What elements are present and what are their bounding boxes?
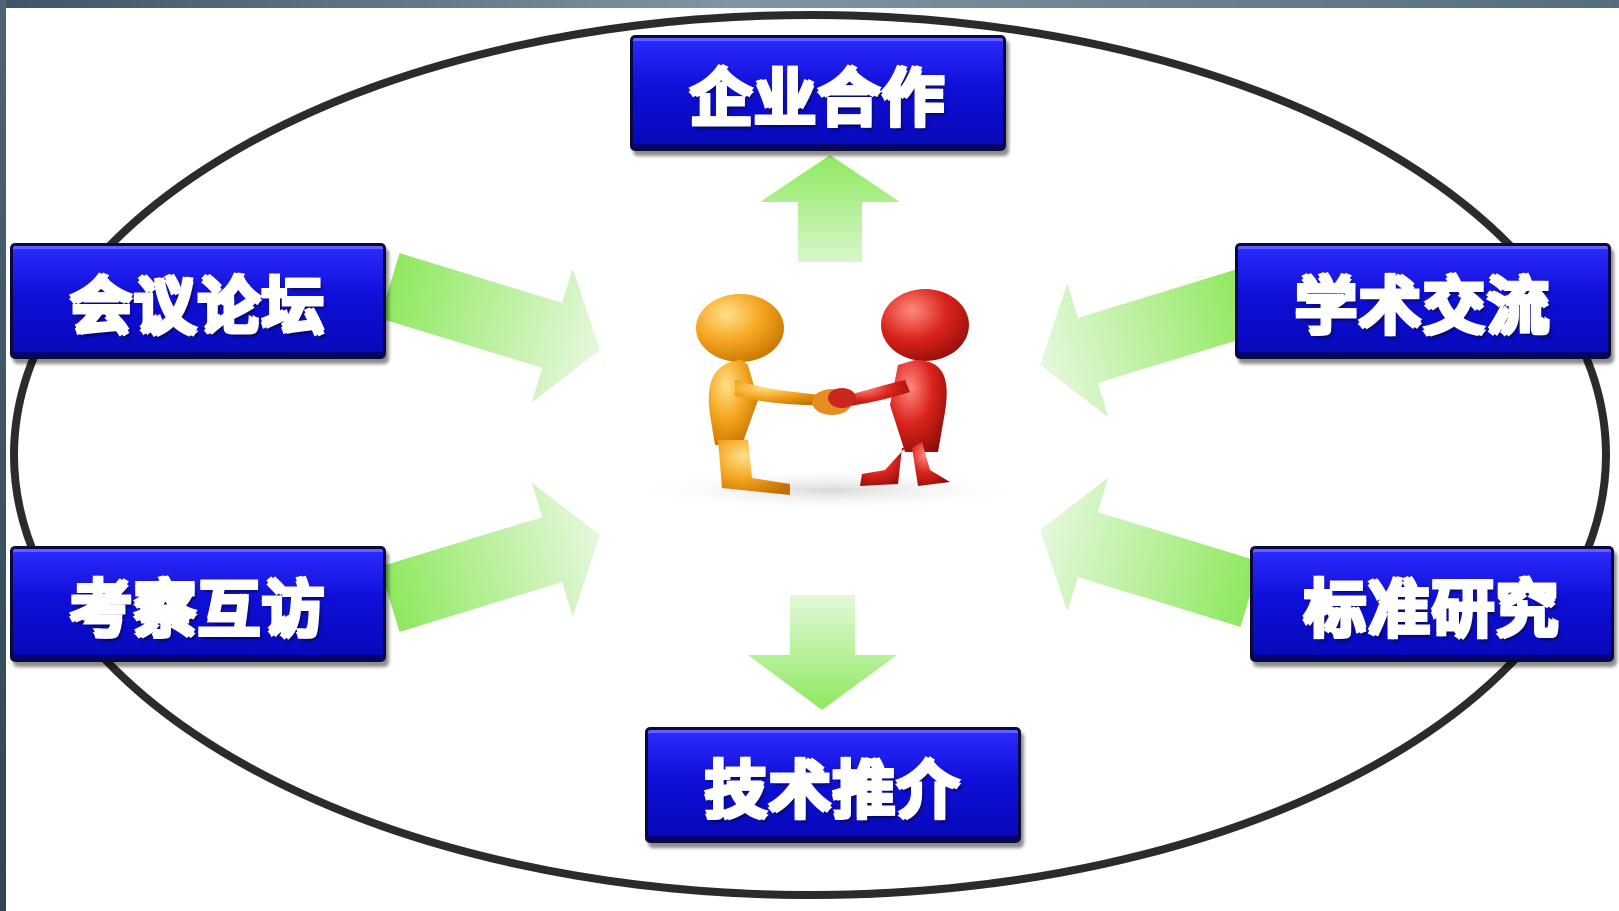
arrow-up — [760, 155, 900, 262]
arrow-upper-right — [1040, 268, 1261, 418]
node-label: 标准研究 — [1303, 573, 1560, 647]
node-label: 会议论坛 — [69, 270, 326, 344]
arrow-lower-right — [1040, 477, 1261, 627]
node-standards-research: 标准研究 — [1250, 546, 1614, 662]
node-academic-exchange: 学术交流 — [1235, 243, 1611, 359]
outer-ellipse — [10, 11, 1610, 899]
arrow-upper-left — [379, 253, 600, 403]
red-figure — [836, 289, 969, 486]
left-decor-band — [0, 0, 6, 911]
node-label: 考察互访 — [69, 573, 326, 647]
node-label: 技术推介 — [704, 754, 961, 828]
arrow-down — [748, 595, 897, 710]
node-label: 学术交流 — [1294, 270, 1551, 344]
node-enterprise-cooperation: 企业合作 — [630, 35, 1006, 151]
top-decor-band — [0, 0, 1619, 8]
handshake-figures-icon — [630, 289, 1030, 512]
node-conference-forum: 会议论坛 — [10, 243, 386, 359]
orange-figure — [696, 294, 825, 495]
node-technology-promotion: 技术推介 — [645, 727, 1021, 843]
node-inspection-visits: 考察互访 — [10, 546, 386, 662]
arrow-lower-left — [379, 482, 600, 632]
node-label: 企业合作 — [689, 62, 946, 136]
